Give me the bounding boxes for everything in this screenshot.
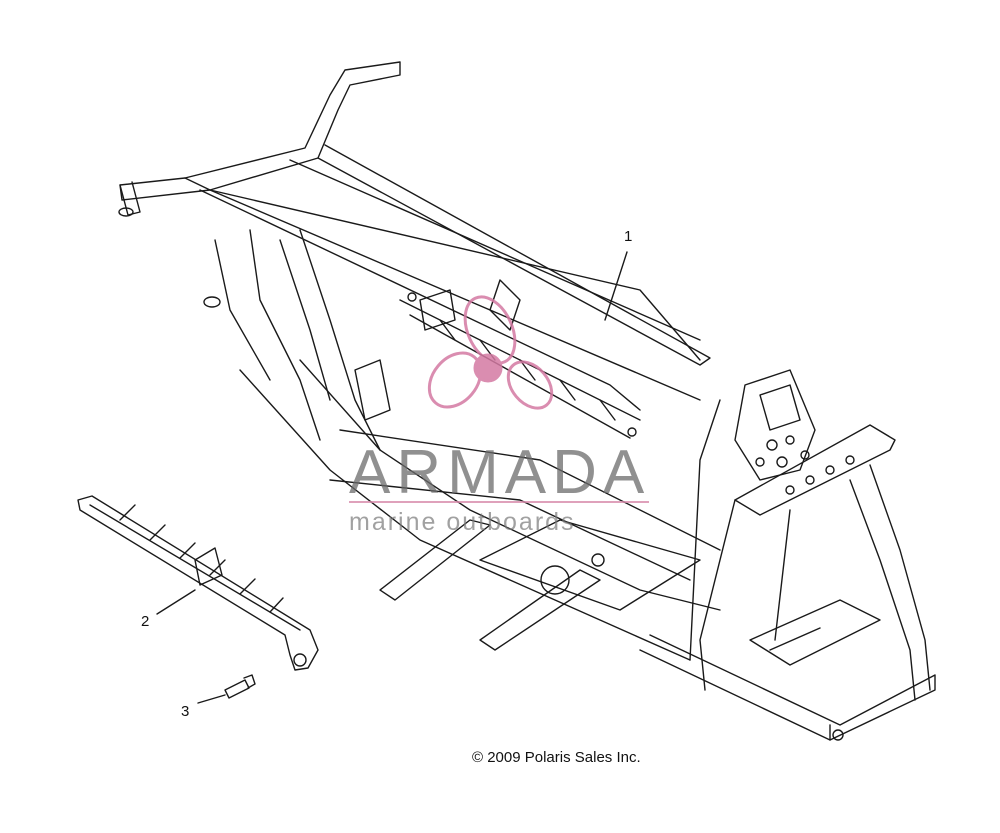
watermark-logo-icon bbox=[427, 295, 554, 410]
watermark-subtitle: marine outboards bbox=[349, 508, 576, 536]
watermark-divider bbox=[349, 501, 649, 503]
callout-3: 3 bbox=[181, 703, 190, 720]
main-frame bbox=[118, 61, 936, 741]
watermark-title: ARMADA bbox=[349, 438, 651, 507]
leader-line-1 bbox=[604, 251, 628, 321]
leader-line-2 bbox=[156, 589, 196, 615]
callout-2: 2 bbox=[141, 613, 150, 630]
part-3-bolt bbox=[224, 674, 256, 699]
callout-1: 1 bbox=[624, 228, 633, 245]
part-2-support-beam bbox=[77, 495, 319, 671]
copyright-text: © 2009 Polaris Sales Inc. bbox=[472, 749, 641, 766]
leader-line-3 bbox=[197, 694, 226, 704]
